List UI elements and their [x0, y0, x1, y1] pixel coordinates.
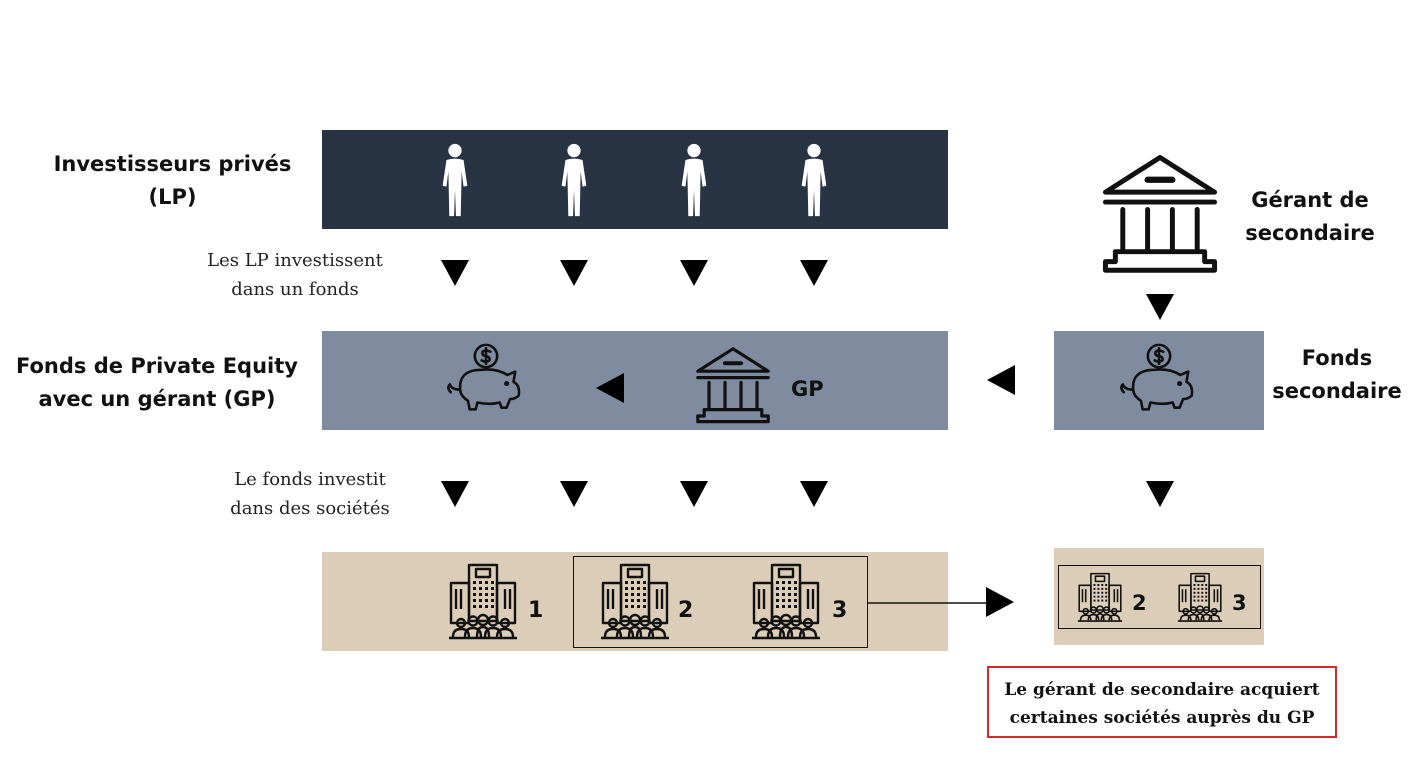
company-number: 2 [678, 598, 694, 623]
fund-to-companies-caption: Le fonds investit dans des sociétés [205, 465, 415, 523]
fund-to-companies-line2: dans des sociétés [230, 498, 390, 519]
company-number: 3 [832, 598, 848, 623]
secondary-fund-label: Fonds secondaire [1262, 342, 1411, 408]
office-building-icon [595, 561, 675, 641]
arrow-left-icon [987, 365, 1015, 395]
arrow-down-icon [800, 260, 828, 286]
callout-line2: certaines sociétés auprès du GP [1009, 708, 1315, 728]
person-icon [675, 140, 713, 220]
company-number: 2 [1132, 591, 1147, 615]
bank-building-icon [1098, 150, 1222, 274]
fund-label-line1: Fonds de Private Equity [16, 354, 298, 378]
callout-line1: Le gérant de secondaire acquiert [1004, 680, 1320, 700]
secondary-manager-line1: Gérant de [1251, 188, 1369, 212]
arrow-down-icon [680, 481, 708, 507]
lp-label-line1: Investisseurs privés [53, 152, 292, 176]
office-building-icon [1074, 571, 1126, 623]
arrow-left-icon [596, 373, 624, 403]
piggy-bank-icon [443, 342, 529, 420]
fund-band [322, 331, 948, 430]
piggy-bank-icon [1116, 342, 1202, 420]
office-building-icon [1174, 571, 1226, 623]
lp-to-fund-line2: dans un fonds [231, 279, 359, 300]
secondary-manager-line2: secondaire [1245, 221, 1375, 245]
arrow-down-icon [800, 481, 828, 507]
arrow-down-icon [1146, 294, 1174, 320]
company-number: 1 [528, 598, 544, 623]
lp-row-label: Investisseurs privés (LP) [30, 148, 315, 214]
gp-label: GP [791, 377, 824, 401]
bank-building-icon [690, 344, 776, 424]
lp-band [322, 130, 948, 229]
arrow-down-icon [560, 481, 588, 507]
arrow-down-icon [1146, 481, 1174, 507]
fund-row-label: Fonds de Private Equity avec un gérant (… [0, 350, 314, 416]
office-building-icon [443, 561, 523, 641]
fund-label-line2: avec un gérant (GP) [38, 387, 276, 411]
person-icon [795, 140, 833, 220]
secondary-manager-label: Gérant de secondaire [1230, 184, 1390, 250]
arrow-down-icon [441, 481, 469, 507]
sold-companies-box [573, 556, 868, 648]
secondary-fund-line1: Fonds [1301, 346, 1373, 370]
secondary-fund-line2: secondaire [1272, 379, 1402, 403]
lp-to-fund-caption: Les LP investissent dans un fonds [190, 246, 400, 304]
lp-label-line2: (LP) [148, 185, 197, 209]
secondary-companies-box [1058, 565, 1261, 629]
arrow-down-icon [560, 260, 588, 286]
person-icon [555, 140, 593, 220]
fund-to-companies-line1: Le fonds investit [234, 469, 386, 490]
lp-to-fund-line1: Les LP investissent [207, 250, 383, 271]
person-icon [436, 140, 474, 220]
office-building-icon [746, 561, 826, 641]
transfer-arrow-line [868, 602, 988, 604]
arrow-right-icon [986, 587, 1014, 617]
acquisition-callout: Le gérant de secondaire acquiert certain… [987, 666, 1337, 738]
company-number: 3 [1232, 591, 1247, 615]
arrow-down-icon [441, 260, 469, 286]
arrow-down-icon [680, 260, 708, 286]
